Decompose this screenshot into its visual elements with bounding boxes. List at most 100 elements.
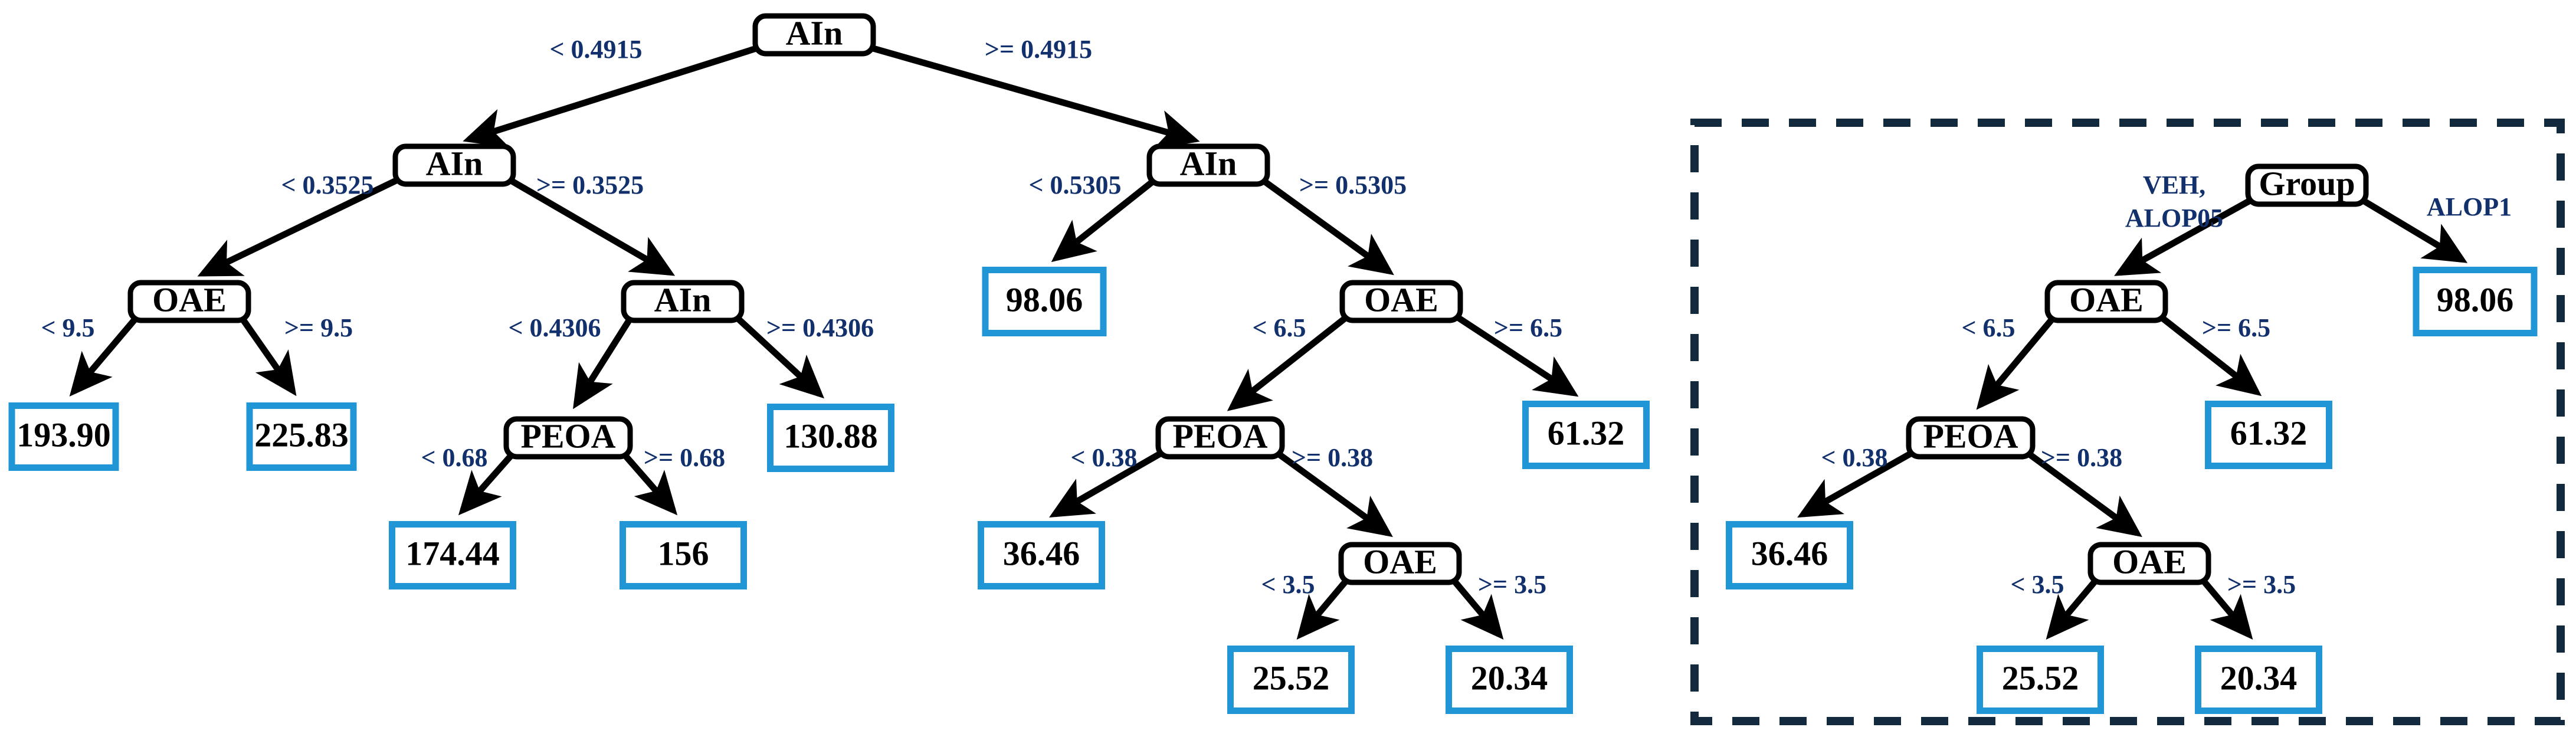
internal-node-oae[interactable]: OAE: [1338, 542, 1462, 585]
internal-node-oae[interactable]: OAE: [1339, 280, 1463, 323]
leaf-box: [1522, 401, 1650, 469]
internal-node-peoa[interactable]: PEOA: [1155, 416, 1285, 460]
leaf-box: [620, 521, 747, 589]
leaf-box: [2413, 267, 2538, 336]
leaf-node-25-52[interactable]: 25.52: [1977, 646, 2104, 714]
panels-layer: [1690, 119, 2565, 725]
tree-edge-ain-to-oae: [1254, 173, 1394, 276]
edge-label-veh-alop05: VEH,ALOP05: [2125, 171, 2223, 232]
leaf-value: 174.44: [405, 534, 500, 572]
leaf-box: [1446, 646, 1573, 714]
internal-node-ain[interactable]: AIn: [752, 13, 876, 57]
edge-label-6-5: < 6.5: [1961, 313, 2015, 342]
node-box: [752, 13, 876, 57]
leaf-node-20-34[interactable]: 20.34: [2195, 646, 2322, 714]
edge-label-3-5: >= 3.5: [2227, 570, 2296, 599]
edge-label-6-5: < 6.5: [1252, 313, 1306, 342]
leaf-node-130-88[interactable]: 130.88: [767, 404, 894, 472]
tree-edge-ain-to-oae: [197, 172, 408, 277]
node-box: [1339, 280, 1463, 323]
leaf-value: 20.34: [1471, 659, 1548, 697]
node-name: Group: [2259, 164, 2355, 202]
tree-edge-ain-to-ain: [861, 42, 1200, 149]
leaf-value: 225.83: [254, 415, 349, 454]
internal-node-ain[interactable]: AIn: [621, 280, 745, 323]
internal-node-ain[interactable]: AIn: [1146, 143, 1270, 187]
edge-label-0-4306: >= 0.4306: [766, 313, 874, 342]
group-panel-border: [1690, 119, 2565, 725]
node-box: [2245, 163, 2369, 207]
leaf-value: 98.06: [1006, 280, 1083, 319]
leaf-node-61-32[interactable]: 61.32: [2205, 401, 2332, 469]
leaf-value: 98.06: [2437, 280, 2514, 319]
internal-node-oae[interactable]: OAE: [2087, 542, 2211, 585]
edge-label-0-38: >= 0.38: [1292, 443, 1373, 472]
internal-node-peoa[interactable]: PEOA: [1906, 416, 2036, 460]
leaf-box: [767, 404, 894, 472]
tree-edge-oae-to-225-83: [235, 310, 297, 397]
tree-edge-peoa-to-oae: [1269, 446, 1393, 538]
leaf-value: 36.46: [1003, 534, 1080, 572]
internal-node-oae[interactable]: OAE: [2044, 280, 2168, 323]
tree-edge-group-to-98-06: [2354, 193, 2468, 263]
edge-labels-layer: < 0.4915>= 0.4915< 0.3525>= 0.3525< 0.53…: [41, 35, 2512, 599]
leaf-box: [1726, 521, 1853, 589]
leaf-value: 61.32: [2230, 414, 2308, 452]
node-box: [503, 416, 633, 460]
tree-edge-oae-to-20-34: [1446, 572, 1504, 640]
node-name: AIn: [1180, 144, 1237, 182]
internal-node-group[interactable]: Group: [2245, 163, 2369, 207]
leaf-value: 193.90: [17, 415, 111, 454]
leaf-box: [2205, 401, 2332, 469]
leaf-box: [982, 267, 1107, 336]
node-name: OAE: [1363, 542, 1437, 581]
leaf-node-225-83[interactable]: 225.83: [246, 402, 357, 471]
edge-label-3-5: >= 3.5: [1478, 570, 1546, 599]
leaf-node-36-46[interactable]: 36.46: [1726, 521, 1853, 589]
leaf-node-36-46[interactable]: 36.46: [978, 521, 1105, 589]
edge-label-6-5: >= 6.5: [1494, 313, 1562, 342]
node-name: OAE: [2112, 542, 2187, 581]
edge-label-0-68: < 0.68: [421, 443, 487, 472]
internal-node-ain[interactable]: AIn: [392, 143, 516, 187]
tree-edge-ain-to-ain: [463, 42, 767, 148]
edge-label-3-5: < 3.5: [1261, 570, 1315, 599]
tree-edge-group-to-oae: [2114, 193, 2260, 276]
node-box: [621, 280, 745, 323]
edge-label-0-3525: >= 0.3525: [536, 171, 644, 199]
edge-label-9-5: < 9.5: [41, 313, 94, 342]
tree-edge-ain-to-130-88: [729, 309, 824, 399]
leaf-box: [2195, 646, 2322, 714]
node-box: [1906, 416, 2036, 460]
leaf-value: 61.32: [1548, 414, 1625, 452]
leaf-node-20-34[interactable]: 20.34: [1446, 646, 1573, 714]
edge-label-0-4915: < 0.4915: [549, 35, 642, 64]
tree-edge-ain-to-ain: [501, 173, 676, 276]
leaf-node-25-52[interactable]: 25.52: [1227, 646, 1355, 714]
edge-label-0-5305: < 0.5305: [1028, 171, 1121, 199]
leaf-node-98-06[interactable]: 98.06: [982, 267, 1107, 336]
node-box: [1338, 542, 1462, 585]
node-box: [127, 280, 251, 323]
leaf-node-98-06[interactable]: 98.06: [2413, 267, 2538, 336]
tree-edge-peoa-to-156: [616, 446, 678, 516]
edge-label-0-4915: >= 0.4915: [985, 35, 1092, 64]
leaf-node-61-32[interactable]: 61.32: [1522, 401, 1650, 469]
leaf-value: 25.52: [1253, 659, 1330, 697]
tree-edge-oae-to-20-34: [2195, 572, 2253, 640]
edge-label-9-5: >= 9.5: [284, 313, 353, 342]
internal-node-oae[interactable]: OAE: [127, 280, 251, 323]
node-box: [2087, 542, 2211, 585]
leaf-node-156[interactable]: 156: [620, 521, 747, 589]
edge-label-0-38: < 0.38: [1070, 443, 1137, 472]
leaf-node-174-44[interactable]: 174.44: [389, 521, 516, 589]
internal-node-peoa[interactable]: PEOA: [503, 416, 633, 460]
node-name: PEOA: [1923, 417, 2018, 455]
node-name: OAE: [2069, 280, 2144, 319]
tree-edge-peoa-to-36-46: [1797, 446, 1922, 518]
edge-label-0-68: >= 0.68: [644, 443, 725, 472]
leaf-node-193-90[interactable]: 193.90: [8, 402, 119, 471]
edge-label-alop1: ALOP1: [2427, 192, 2512, 221]
